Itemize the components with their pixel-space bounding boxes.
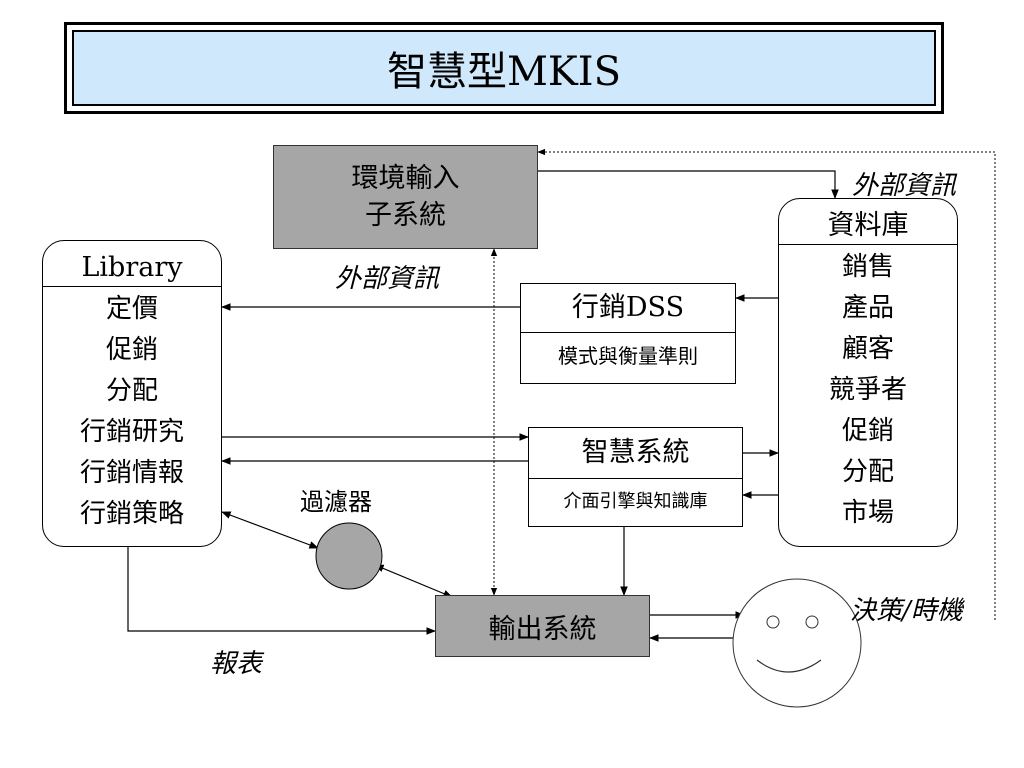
library-item: 行銷策略 <box>79 499 184 529</box>
environment-input-line2: 子系統 <box>365 200 446 231</box>
dotted-feedback-line <box>537 148 996 620</box>
smiley-face-icon <box>732 578 862 708</box>
database-item: 顧客 <box>841 334 894 364</box>
decision-timing-label: 決策/時機 <box>850 596 963 626</box>
environment-input-box: 環境輸入 子系統 <box>273 145 538 249</box>
library-box: Library 定價 促銷 分配 行銷研究 行銷情報 行銷策略 <box>42 240 222 547</box>
intelligent-system-subtitle: 介面引擎與知識庫 <box>563 491 708 512</box>
intelligent-system-box: 智慧系統 介面引擎與知識庫 <box>528 427 743 527</box>
external-info-label-left: 外部資訊 <box>335 264 440 294</box>
database-item: 促銷 <box>841 416 894 446</box>
library-header: Library <box>43 241 221 287</box>
report-label: 報表 <box>210 649 263 679</box>
database-item: 分配 <box>841 457 894 487</box>
marketing-dss-box: 行銷DSS 模式與衡量準則 <box>520 283 736 384</box>
library-item: 定價 <box>105 294 158 324</box>
library-item: 分配 <box>105 376 158 406</box>
database-item: 產品 <box>841 293 894 323</box>
library-item: 促銷 <box>105 335 158 365</box>
arrow-env-to-database <box>538 170 839 199</box>
filter-circle <box>315 522 383 590</box>
marketing-dss-title: 行銷DSS <box>521 284 735 333</box>
arrow-filter-output <box>374 564 453 598</box>
marketing-dss-subtitle: 模式與衡量準則 <box>558 344 698 368</box>
title-frame: 智慧型MKIS <box>64 22 944 114</box>
database-header: 資料庫 <box>779 199 957 245</box>
intelligent-system-title: 智慧系統 <box>529 428 742 479</box>
arrow-library-filter <box>221 511 319 549</box>
database-box: 資料庫 銷售 產品 顧客 競爭者 促銷 分配 市場 <box>778 198 958 547</box>
external-info-label-right: 外部資訊 <box>852 171 957 201</box>
database-item: 市場 <box>841 498 894 528</box>
library-item: 行銷情報 <box>79 458 184 488</box>
database-item: 競爭者 <box>828 375 907 405</box>
arrow-library-to-output <box>127 547 436 635</box>
library-item: 行銷研究 <box>79 417 184 447</box>
page-title: 智慧型MKIS <box>72 30 936 106</box>
environment-input-line1: 環境輸入 <box>351 163 460 194</box>
database-items: 銷售 產品 顧客 競爭者 促銷 分配 市場 <box>779 245 957 534</box>
library-items: 定價 促銷 分配 行銷研究 行銷情報 行銷策略 <box>43 287 221 535</box>
output-system-box: 輸出系統 <box>435 595 650 657</box>
filter-label: 過濾器 <box>300 488 372 516</box>
database-item: 銷售 <box>841 252 894 282</box>
